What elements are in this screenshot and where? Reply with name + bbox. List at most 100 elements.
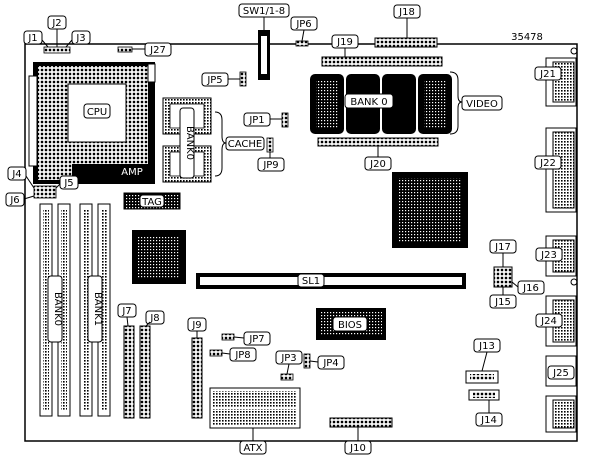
- svg-text:J9: J9: [191, 320, 201, 331]
- sl1-label: SL1: [297, 273, 325, 288]
- leader-line: [286, 363, 290, 375]
- j3-label: J3: [71, 30, 91, 45]
- jp6-jumper: [295, 40, 309, 47]
- j5-label: J5: [59, 175, 79, 190]
- svg-text:J3: J3: [75, 33, 85, 44]
- leader-line: [221, 352, 231, 355]
- j20-header: [317, 137, 439, 147]
- j9-label: J9: [187, 317, 207, 332]
- j21-label: J21: [534, 66, 562, 81]
- j9-header: [191, 337, 203, 419]
- svg-text:J18: J18: [398, 7, 415, 18]
- svg-text:JP5: JP5: [206, 75, 222, 86]
- cpu-label: CPU: [83, 103, 111, 119]
- atx-power-connector: [209, 387, 301, 429]
- svg-text:J2: J2: [51, 18, 61, 29]
- svg-text:J23: J23: [540, 250, 557, 261]
- dimm-bank1-label: BANK1: [87, 275, 103, 343]
- j15-label: J15: [489, 294, 517, 309]
- cache-bracket: [214, 111, 227, 177]
- svg-text:J7: J7: [121, 306, 131, 317]
- svg-text:J16: J16: [522, 283, 539, 294]
- svg-text:J15: J15: [494, 297, 511, 308]
- svg-text:J20: J20: [369, 159, 386, 170]
- jp3-label: JP3: [275, 350, 303, 365]
- j7-header: [123, 325, 135, 419]
- tag-label: TAG: [139, 194, 165, 208]
- j27-label: J27: [144, 42, 172, 57]
- amp-label: AMP: [116, 165, 148, 178]
- leader-line: [481, 351, 488, 372]
- svg-text:BANK0: BANK0: [184, 126, 195, 160]
- j4-label: J4: [7, 166, 27, 181]
- j20-label: J20: [364, 156, 392, 171]
- j4-j6-header: [33, 185, 57, 199]
- svg-text:CACHE: CACHE: [228, 139, 262, 150]
- atx-label: ATX: [239, 440, 267, 455]
- jp7-label: JP7: [243, 331, 271, 346]
- sw1-label: SW1/1-8: [238, 3, 290, 18]
- j22-connector: [545, 127, 577, 213]
- svg-text:ATX: ATX: [243, 443, 262, 454]
- jp8-label: JP8: [229, 347, 257, 362]
- svg-text:BANK 0: BANK 0: [350, 97, 387, 108]
- jp4-jumper: [303, 353, 311, 369]
- j24-label: J24: [535, 313, 563, 328]
- jp4-label: JP4: [317, 355, 345, 370]
- svg-text:BIOS: BIOS: [338, 320, 362, 331]
- j19-label: J19: [331, 34, 359, 49]
- cache-label: CACHE: [225, 136, 265, 151]
- jp9-label: JP9: [257, 157, 285, 172]
- j22-label: J22: [534, 155, 562, 170]
- j1-j3-header: [43, 46, 71, 54]
- jp1-label: JP1: [243, 112, 271, 127]
- svg-text:AMP: AMP: [121, 167, 143, 178]
- video-bank0-label: BANK 0: [344, 93, 394, 109]
- jp9-jumper: [266, 137, 274, 153]
- mounting-hole: [570, 278, 578, 286]
- j18-header: [374, 37, 438, 48]
- svg-text:JP8: JP8: [234, 350, 250, 361]
- j17-label: J17: [489, 239, 517, 254]
- jp8-jumper: [209, 349, 223, 357]
- svg-text:J25: J25: [552, 368, 569, 379]
- j13-label: J13: [473, 338, 501, 353]
- j10-label: J10: [344, 440, 372, 455]
- j1-label: J1: [23, 30, 43, 45]
- jp7-jumper: [221, 333, 235, 341]
- svg-text:J8: J8: [149, 313, 159, 324]
- j19-header: [321, 56, 443, 67]
- j8-label: J8: [145, 310, 165, 325]
- leader-line: [233, 336, 245, 339]
- svg-text:JP6: JP6: [295, 19, 311, 30]
- svg-text:JP7: JP7: [248, 334, 264, 345]
- svg-text:J27: J27: [149, 45, 166, 56]
- leader-line: [23, 195, 35, 200]
- leader-line: [55, 183, 61, 189]
- svg-text:J4: J4: [11, 169, 21, 180]
- leader-line: [41, 39, 49, 48]
- bios-label: BIOS: [332, 316, 368, 332]
- cpu-socket: [28, 62, 156, 184]
- leader-line: [25, 175, 35, 189]
- svg-text:VIDEO: VIDEO: [466, 99, 498, 110]
- svg-text:BANK0: BANK0: [52, 292, 63, 326]
- svg-text:J13: J13: [478, 341, 495, 352]
- leader-line: [65, 39, 73, 48]
- svg-text:J22: J22: [539, 158, 556, 169]
- j23-label: J23: [535, 247, 563, 262]
- leader-line: [511, 281, 519, 288]
- j18-label: J18: [393, 4, 421, 19]
- j27-header: [117, 46, 133, 53]
- j25-label: J25: [547, 365, 575, 380]
- j7-label: J7: [117, 303, 137, 318]
- svg-text:CPU: CPU: [87, 107, 107, 118]
- svg-text:JP3: JP3: [280, 353, 296, 364]
- j16-label: J16: [517, 280, 545, 295]
- svg-text:J10: J10: [349, 443, 366, 454]
- svg-text:J6: J6: [9, 195, 19, 206]
- j6-label: J6: [5, 192, 25, 207]
- j21-connector: [545, 57, 577, 107]
- j15-j17-header: [493, 266, 513, 288]
